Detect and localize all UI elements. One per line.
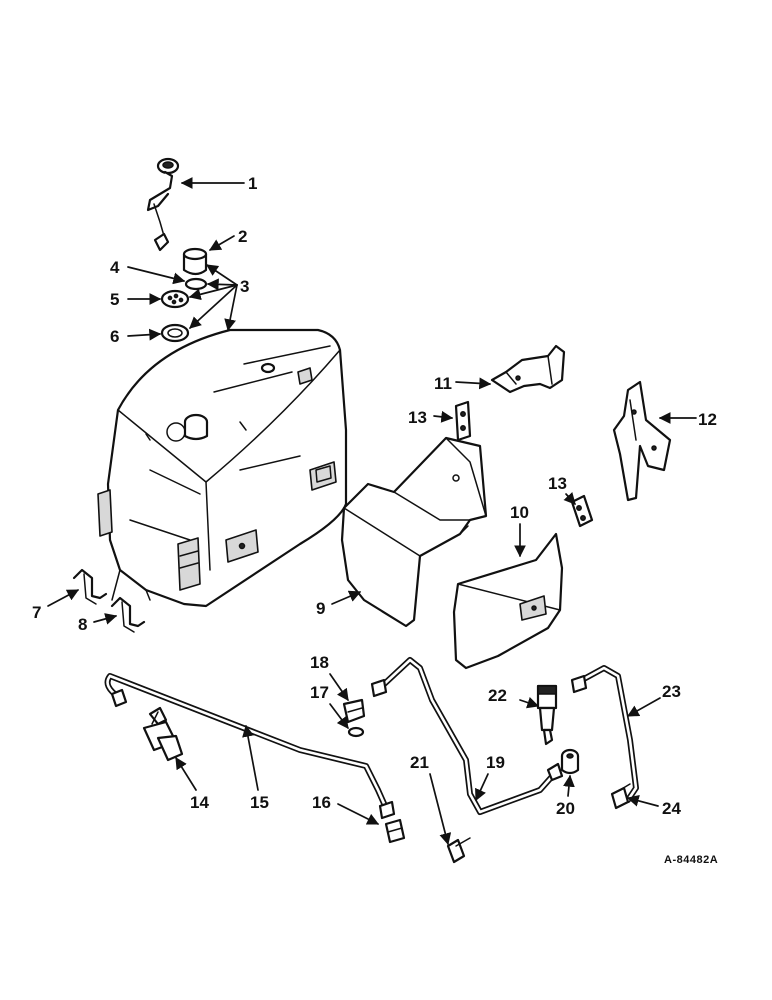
shutoff-valve — [142, 706, 184, 762]
callout-18: 18 — [310, 653, 329, 672]
fuel-line — [104, 673, 396, 820]
tank-shield-right — [452, 532, 564, 670]
callout-15: 15 — [250, 793, 269, 812]
callout-8: 8 — [78, 615, 87, 634]
filler-neck — [182, 247, 208, 276]
seal-ring — [160, 323, 190, 343]
fitting — [560, 748, 580, 775]
callout-23: 23 — [662, 682, 681, 701]
washer — [347, 726, 365, 738]
callout-13-upper: 13 — [408, 408, 427, 427]
leader-lines — [47, 177, 697, 846]
callout-4: 4 — [110, 258, 120, 277]
callout-16: 16 — [312, 793, 331, 812]
callout-3: 3 — [240, 277, 249, 296]
strainer — [160, 289, 190, 309]
bracket — [490, 344, 566, 394]
tank-shield-left — [340, 436, 488, 628]
line-clip — [446, 837, 471, 864]
clip-upper — [454, 400, 472, 442]
fuel-gauge-sender — [146, 157, 180, 252]
reference-code: A-84482A — [664, 854, 718, 866]
callout-21: 21 — [410, 753, 429, 772]
callout-1: 1 — [248, 174, 257, 193]
callout-labels: 1 2 3 4 5 6 7 8 9 10 11 12 13 13 14 15 1… — [32, 174, 717, 818]
callout-19: 19 — [486, 753, 505, 772]
callout-11: 11 — [434, 374, 452, 393]
callout-14: 14 — [190, 793, 209, 812]
mounting-bracket — [612, 380, 672, 502]
callout-10: 10 — [510, 503, 529, 522]
callout-17: 17 — [310, 683, 329, 702]
callout-13-lower: 13 — [548, 474, 567, 493]
callout-7: 7 — [32, 603, 41, 622]
clip-lower — [570, 494, 594, 528]
connector — [342, 698, 366, 724]
callout-6: 6 — [110, 327, 119, 346]
callout-5: 5 — [110, 290, 119, 309]
callout-2: 2 — [238, 227, 247, 246]
gasket — [184, 277, 208, 291]
callout-20: 20 — [556, 799, 575, 818]
callout-22: 22 — [488, 686, 507, 705]
fuel-line-short — [570, 665, 639, 803]
fuel-line-right — [370, 657, 564, 815]
tank-strap — [72, 568, 108, 605]
fuel-tank — [97, 328, 348, 608]
filter-valve — [536, 684, 558, 746]
tank-strap-lower — [110, 596, 146, 633]
callout-24: 24 — [662, 799, 681, 818]
callout-9: 9 — [316, 599, 325, 618]
elbow-fitting — [384, 818, 406, 844]
tube-clip — [610, 783, 631, 810]
callout-12: 12 — [698, 410, 717, 429]
